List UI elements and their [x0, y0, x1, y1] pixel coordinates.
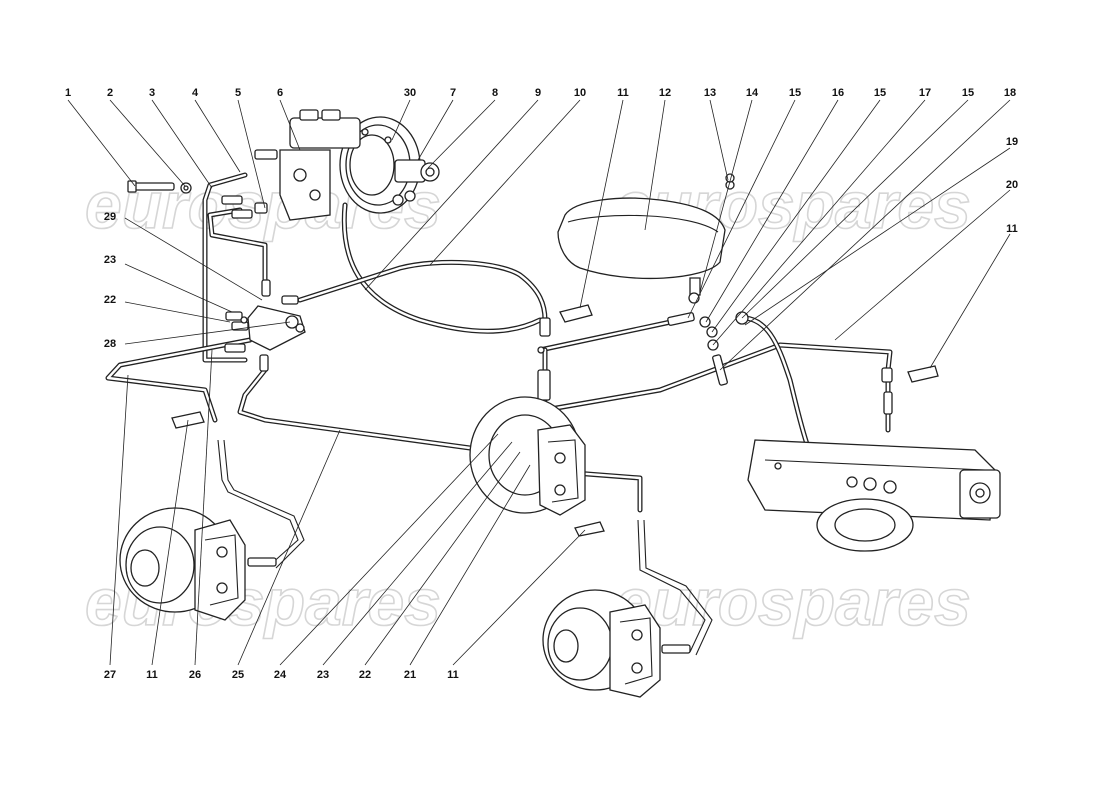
callout-bottom: 26 — [189, 669, 201, 681]
callout-top: 1 — [65, 87, 71, 99]
front-left-brake — [119, 507, 277, 621]
callout-top: 10 — [574, 87, 586, 99]
callout-top: 16 — [832, 87, 844, 99]
callout-top: 13 — [704, 87, 716, 99]
callout-top: 17 — [919, 87, 931, 99]
callout-right: 11 — [1006, 223, 1018, 235]
callout-bottom: 11 — [146, 669, 158, 681]
callout-bottom: 25 — [232, 669, 244, 681]
callout-top: 15 — [789, 87, 801, 99]
flexible-hoses — [217, 439, 713, 656]
bolt-and-washer — [127, 180, 192, 194]
callout-top: 5 — [235, 87, 241, 99]
callout-right: 19 — [1006, 136, 1018, 148]
callout-top: 4 — [192, 87, 199, 99]
leader-lines — [67, 99, 1011, 666]
callout-bottom: 27 — [104, 669, 116, 681]
watermark-bottom-right: eurospares — [615, 565, 971, 639]
callout-bottom: 23 — [317, 669, 329, 681]
callout-left: 28 — [104, 338, 116, 350]
rear-crossmember — [747, 439, 1001, 552]
callout-top: 3 — [149, 87, 155, 99]
callout-left: 29 — [104, 211, 116, 223]
callout-top: 12 — [659, 87, 671, 99]
callout-top: 6 — [277, 87, 283, 99]
callout-bottom: 22 — [359, 669, 371, 681]
callout-top: 2 — [107, 87, 113, 99]
callout-top: 11 — [617, 87, 629, 99]
callout-right: 20 — [1006, 179, 1018, 191]
callout-top: 7 — [450, 87, 456, 99]
callout-top: 30 — [404, 87, 416, 99]
front-right-brake — [469, 396, 586, 516]
callout-top: 9 — [535, 87, 541, 99]
rear-right-brake — [542, 589, 691, 698]
callout-bottom: 24 — [274, 669, 287, 681]
callout-bottom: 21 — [404, 669, 416, 681]
callout-left: 23 — [104, 254, 116, 266]
callout-top: 8 — [492, 87, 498, 99]
callout-bottom: 11 — [447, 669, 459, 681]
callout-numbers: 1 2 3 4 5 6 30 7 8 9 10 11 12 13 14 15 1… — [65, 87, 1018, 681]
callout-left: 22 — [104, 294, 116, 306]
brake-booster-assembly — [221, 109, 440, 221]
callout-top: 15 — [962, 87, 974, 99]
pressure-distributor — [224, 279, 306, 372]
right-fittings — [667, 311, 893, 415]
callout-top: 14 — [746, 87, 759, 99]
callout-top: 18 — [1004, 87, 1016, 99]
callout-top: 15 — [874, 87, 886, 99]
